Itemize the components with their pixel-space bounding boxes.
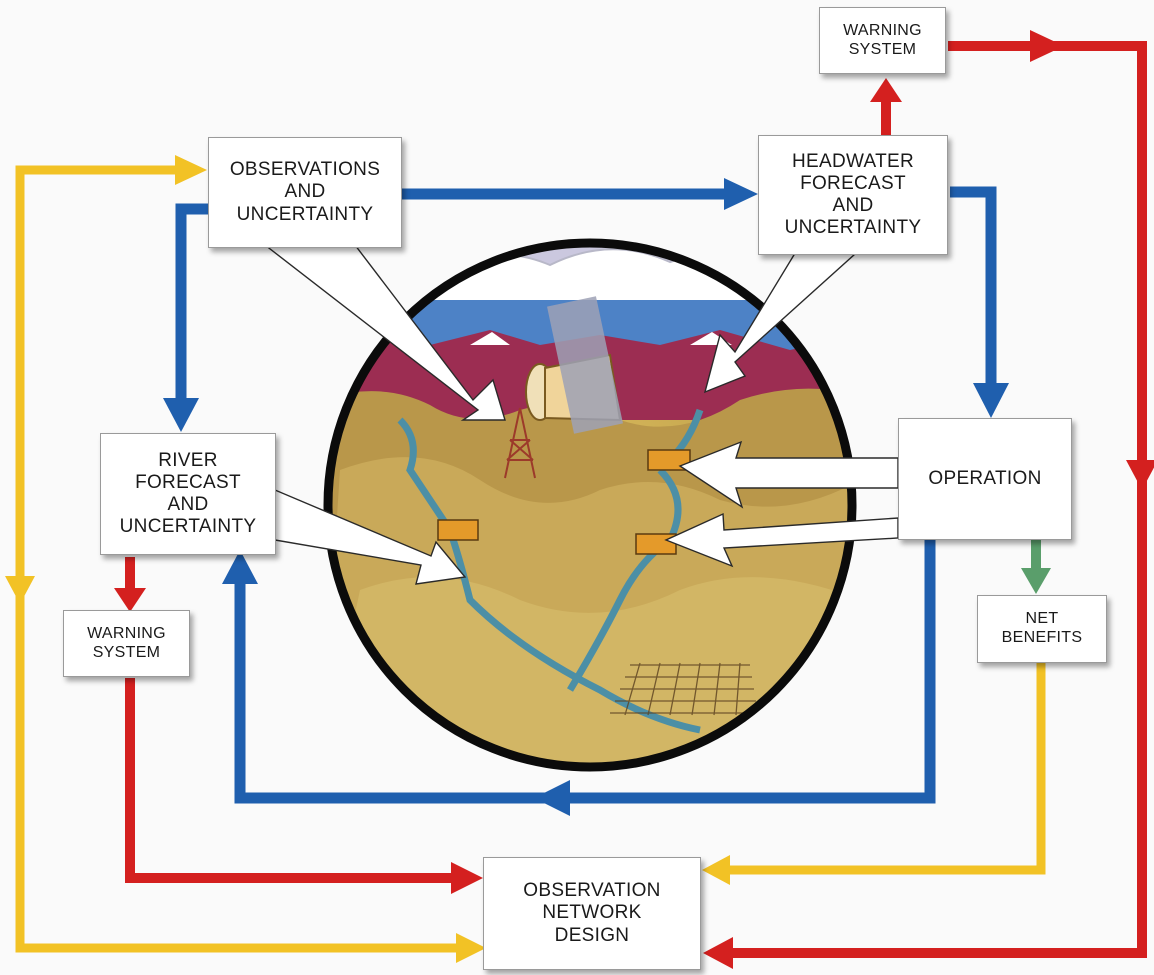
river-forecast-box: RIVER FORECAST AND UNCERTAINTY [100, 433, 276, 555]
warning-system-top-line-1: WARNING [843, 22, 922, 41]
headwater-line-1: HEADWATER [792, 151, 914, 173]
headwater-line-4: UNCERTAINTY [785, 217, 922, 239]
river-forecast-line-3: AND [167, 494, 208, 516]
arrowhead-green [1021, 568, 1051, 594]
river-forecast-line-4: UNCERTAINTY [120, 516, 257, 538]
headwater-line-2: FORECAST [800, 173, 906, 195]
red-warning-left-loop [130, 678, 455, 878]
net-benefits-box: NET BENEFITS [977, 595, 1107, 663]
operation-line-1: OPERATION [928, 468, 1041, 490]
blue-headwater-to-operation [950, 192, 991, 385]
blue-obs-to-river [181, 209, 208, 400]
headwater-forecast-box: HEADWATER FORECAST AND UNCERTAINTY [758, 135, 948, 255]
observations-box: OBSERVATIONS AND UNCERTAINTY [208, 137, 402, 248]
arrowhead-red-onw-left [451, 862, 483, 894]
headwater-line-3: AND [832, 195, 873, 217]
arrowhead-blue-bottom [534, 780, 570, 816]
arrowhead-blue-operation [973, 383, 1009, 418]
arrowhead-blue-headwater [724, 178, 758, 210]
onw-line-3: DESIGN [555, 925, 630, 947]
arrowhead-yellow-left-down [5, 576, 35, 604]
observations-line-2: AND [284, 181, 325, 203]
arrowhead-red-top-right [1030, 30, 1064, 62]
net-benefits-line-1: NET [1026, 610, 1059, 629]
operation-box: OPERATION [898, 418, 1072, 540]
observations-line-3: UNCERTAINTY [237, 204, 374, 226]
arrowhead-blue-river-up [222, 550, 258, 584]
arrowhead-red-right-down [1126, 460, 1154, 490]
observation-network-design-box: OBSERVATION NETWORK DESIGN [483, 857, 701, 970]
arrowhead-yellow-onw-left [456, 933, 486, 963]
river-forecast-line-1: RIVER [158, 450, 218, 472]
arrowhead-blue-river [163, 398, 199, 432]
arrowhead-red-warning-left [114, 588, 146, 612]
warning-system-left-line-1: WARNING [87, 625, 166, 644]
arrowhead-red-onw [703, 937, 733, 969]
onw-line-1: OBSERVATION [523, 880, 660, 902]
onw-line-2: NETWORK [542, 902, 641, 924]
observations-line-1: OBSERVATIONS [230, 159, 380, 181]
warning-system-left-box: WARNING SYSTEM [63, 610, 190, 677]
warning-system-top-box: WARNING SYSTEM [819, 7, 946, 74]
arrowhead-red-warning-top [870, 78, 902, 102]
warning-system-top-line-2: SYSTEM [849, 41, 917, 60]
net-benefits-line-2: BENEFITS [1002, 629, 1083, 648]
arrowhead-yellow-onw-right [702, 855, 730, 885]
arrowhead-yellow-obs [175, 155, 207, 185]
warning-system-left-line-2: SYSTEM [93, 644, 161, 663]
river-forecast-line-2: FORECAST [135, 472, 241, 494]
